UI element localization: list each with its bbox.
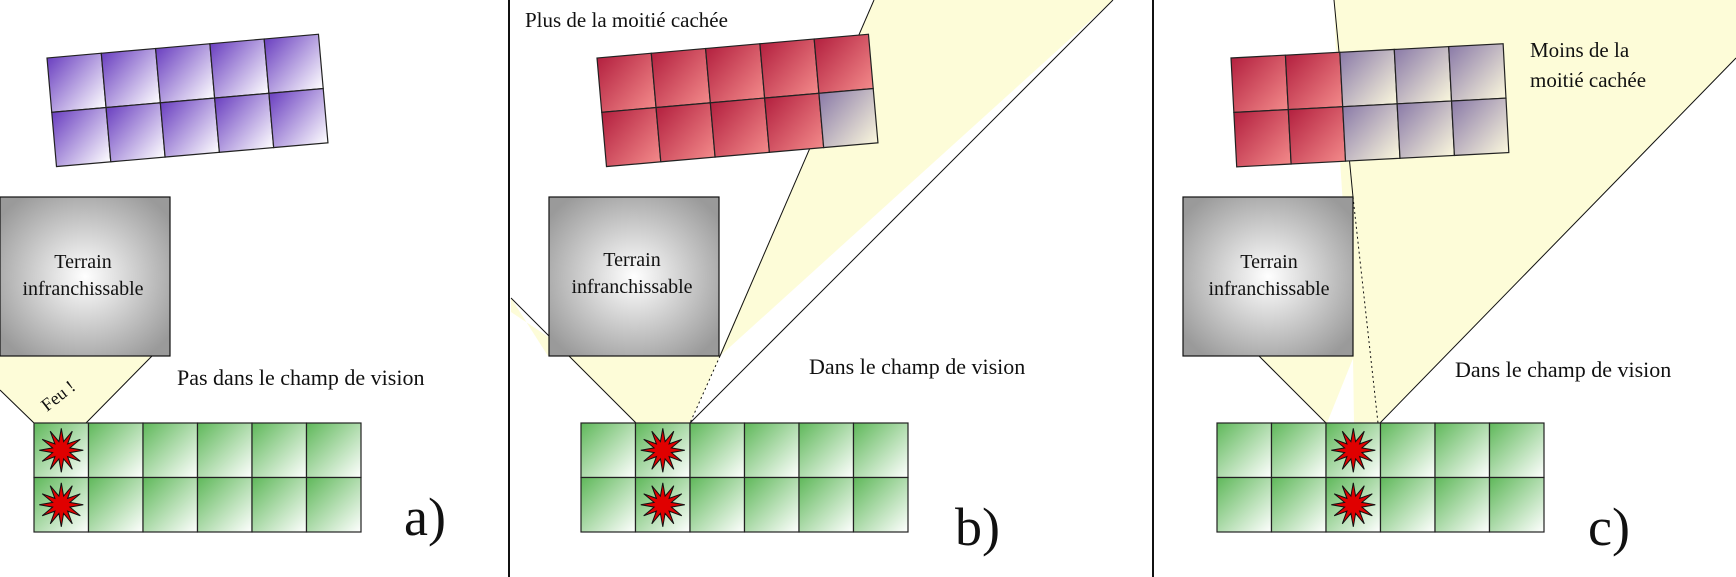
target-model — [1448, 43, 1507, 102]
vision-status-label: Dans le champ de vision — [1455, 357, 1671, 382]
shooter-model — [87, 476, 144, 533]
target-model — [1393, 45, 1453, 105]
shooter-model — [1379, 476, 1436, 533]
panel-letter: b) — [955, 497, 1000, 557]
target-model — [1287, 106, 1347, 165]
shooter-model — [87, 422, 144, 479]
shooter-unit — [33, 422, 362, 533]
target-model — [818, 87, 879, 149]
shooter-model — [1216, 422, 1273, 479]
shooter-model — [251, 476, 308, 533]
target-model — [154, 43, 216, 104]
impassable-terrain — [548, 196, 720, 357]
target-model — [51, 106, 112, 168]
target-model — [650, 47, 711, 109]
shooter-unit — [1216, 422, 1545, 533]
terrain-label-line1: Terrain — [1240, 251, 1297, 273]
shooter-model — [1379, 422, 1436, 479]
target-model — [1396, 100, 1456, 159]
target-model — [709, 97, 771, 158]
shooter-model — [196, 476, 253, 533]
explosion-icon — [39, 428, 84, 473]
target-model — [596, 52, 657, 113]
hidden-status-label: Plus de la moitié cachée — [525, 8, 728, 32]
target-model — [1342, 103, 1401, 162]
panel-letter: a) — [404, 487, 446, 547]
shooter-model — [142, 476, 199, 533]
explosion-icon — [39, 482, 84, 527]
target-model — [1230, 54, 1289, 114]
explosion-icon — [1331, 428, 1376, 473]
line-of-sight-blocked — [0, 356, 152, 423]
shooter-model — [689, 476, 746, 533]
shooter-model — [798, 422, 855, 479]
explosion-icon — [640, 428, 685, 473]
terrain-label-line2: infranchissable — [1208, 278, 1329, 300]
panel-letter: c) — [1588, 497, 1630, 557]
explosion-icon — [640, 482, 685, 527]
explosion-icon — [1331, 482, 1376, 527]
line-of-sight-lower — [1259, 356, 1354, 423]
panel-a: Terrain infranchissable Feu ! Pas dans l… — [0, 33, 446, 547]
target-model — [655, 102, 716, 163]
impassable-terrain — [1182, 196, 1354, 357]
shooter-model — [580, 422, 637, 479]
shooter-model — [1270, 422, 1327, 479]
shooter-model — [743, 476, 800, 533]
shooter-model — [251, 422, 308, 479]
shooter-model — [1488, 476, 1545, 533]
shooter-model — [196, 422, 253, 479]
target-unit-purple — [46, 33, 329, 168]
target-model — [1233, 108, 1292, 168]
target-model — [213, 92, 275, 153]
shooter-model — [852, 422, 909, 479]
shooter-model — [1488, 422, 1545, 479]
target-model — [1450, 97, 1510, 157]
shooter-model — [1270, 476, 1327, 533]
shooter-model — [305, 422, 362, 479]
shooter-model — [689, 422, 746, 479]
target-model — [601, 106, 662, 168]
shooter-unit — [580, 422, 909, 533]
terrain-label-line1: Terrain — [54, 251, 111, 273]
terrain-label-line2: infranchissable — [22, 278, 143, 300]
hidden-status-label-line1: Moins de la — [1530, 38, 1630, 62]
shooter-model — [798, 476, 855, 533]
target-model — [1339, 48, 1398, 108]
line-of-sight-lower — [568, 356, 720, 423]
shooter-model — [1434, 476, 1491, 533]
shooter-model — [743, 422, 800, 479]
target-model — [100, 47, 161, 109]
shooter-model — [852, 476, 909, 533]
target-model — [46, 52, 107, 113]
target-model — [813, 33, 874, 94]
target-model — [263, 33, 324, 94]
panel-b: Terrain infranchissable Plus de la moiti… — [510, 0, 1114, 557]
shooter-model — [142, 422, 199, 479]
impassable-terrain — [0, 196, 171, 357]
target-model — [1284, 51, 1344, 111]
shooter-model — [1434, 422, 1491, 479]
panel-c: Terrain infranchissable Moins de la moit… — [1182, 0, 1736, 557]
terrain-label-line1: Terrain — [603, 249, 660, 271]
vision-status-label: Pas dans le champ de vision — [177, 365, 424, 390]
shooter-model — [1216, 476, 1273, 533]
line-of-sight-area — [690, 0, 1113, 423]
shooter-model — [305, 476, 362, 533]
target-unit-hidden — [596, 33, 879, 168]
terrain-label-line2: infranchissable — [571, 276, 692, 298]
target-model — [209, 38, 270, 99]
target-model — [105, 102, 166, 163]
target-unit-partial — [1230, 43, 1510, 168]
target-model — [159, 97, 221, 158]
hidden-status-label-line2: moitié cachée — [1530, 68, 1646, 92]
target-model — [759, 38, 820, 99]
shooter-model — [580, 476, 637, 533]
target-model — [268, 87, 329, 149]
target-model — [704, 43, 766, 104]
target-model — [763, 92, 825, 153]
vision-status-label: Dans le champ de vision — [809, 354, 1025, 379]
